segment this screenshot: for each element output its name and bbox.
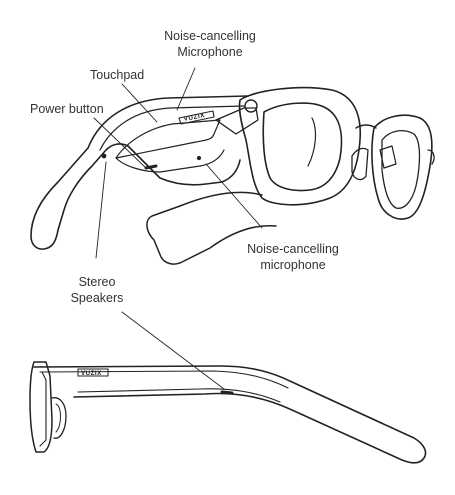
far-hinge bbox=[427, 149, 435, 165]
side-temple-lower-edge bbox=[77, 388, 281, 403]
side-nose-pad bbox=[51, 397, 67, 439]
side-speaker-slot bbox=[220, 390, 234, 395]
power-button bbox=[144, 164, 158, 170]
leader-speaker-side bbox=[121, 311, 225, 390]
side-front-frame bbox=[29, 361, 53, 453]
glasses-side-view: VUZIX bbox=[29, 311, 427, 464]
label-stereo-line1: Stereo bbox=[78, 275, 116, 289]
lens-reflection bbox=[307, 117, 317, 167]
temple-arm-inner-edge bbox=[99, 105, 245, 151]
side-brand-badge bbox=[77, 368, 109, 377]
label-noise-cancelling-mic-bottom: Noise-cancelling microphone bbox=[233, 241, 353, 273]
side-temple-arm bbox=[33, 365, 427, 464]
leader-noise-top bbox=[176, 67, 196, 111]
label-noise-bottom-line2: microphone bbox=[260, 258, 326, 272]
frame-far-outer bbox=[371, 114, 433, 220]
side-lens-edge bbox=[39, 371, 47, 447]
far-temple-arm bbox=[146, 191, 277, 265]
frame-near-outer bbox=[238, 86, 362, 206]
touchpad-panel bbox=[115, 119, 221, 159]
leader-noise-bottom bbox=[205, 163, 263, 229]
camera-circle bbox=[244, 99, 258, 113]
brand-badge bbox=[178, 110, 215, 125]
label-touchpad: Touchpad bbox=[90, 68, 145, 82]
near-temple-arm bbox=[30, 95, 249, 250]
label-noise-top-line2: Microphone bbox=[177, 45, 243, 59]
label-noise-top-line1: Noise-cancelling bbox=[164, 29, 256, 43]
lens-near bbox=[262, 102, 343, 192]
brand-text: VUZIX bbox=[183, 112, 206, 123]
glasses-perspective-view: VUZIX bbox=[30, 67, 435, 265]
touchpad-side-face bbox=[115, 149, 225, 173]
label-stereo-speakers: Stereo Speakers bbox=[52, 274, 142, 306]
mic-hole-arm bbox=[196, 155, 202, 161]
label-noise-cancelling-mic-top: Noise-cancelling Microphone bbox=[150, 28, 270, 60]
speaker-dot bbox=[101, 153, 107, 159]
bridge bbox=[355, 124, 377, 129]
display-block bbox=[379, 145, 397, 169]
side-nose-pad-inner bbox=[55, 403, 61, 433]
leader-touchpad bbox=[121, 83, 158, 123]
side-temple-top-edge bbox=[39, 370, 289, 389]
leader-power bbox=[93, 117, 147, 169]
leader-stereo bbox=[95, 161, 107, 259]
label-power-button: Power button bbox=[30, 102, 104, 116]
label-noise-bottom-line1: Noise-cancelling bbox=[247, 242, 339, 256]
label-stereo-line2: Speakers bbox=[70, 291, 124, 305]
nose-pad bbox=[351, 147, 369, 181]
side-brand-text: VUZIX bbox=[81, 370, 102, 377]
lens-far bbox=[381, 129, 421, 209]
